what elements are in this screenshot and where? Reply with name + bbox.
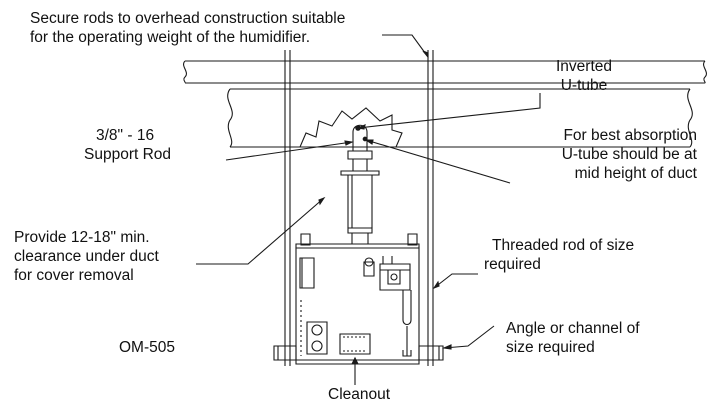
angle-channel-right: [419, 346, 443, 360]
angle-channel-left: [274, 346, 296, 360]
clearance-line-3: for cover removal: [14, 267, 134, 284]
best-absorption-line-2: U-tube should be at: [561, 146, 697, 163]
angle-channel-label: Angle or channel of size required: [495, 319, 640, 357]
secure-rods-line-2: for the operating weight of the humidifi…: [30, 29, 311, 46]
overhead-beam: [184, 61, 707, 83]
support-rod-left: [285, 50, 290, 366]
inverted-utube-label: Inverted U-tube: [556, 57, 612, 95]
inverted-utube-line-2: U-tube: [560, 77, 608, 94]
best-absorption-label: For best absorption U-tube should be at …: [516, 126, 697, 183]
inverted-u-tube: [341, 125, 379, 244]
threaded-rod-line-1: Threaded rod of size: [492, 237, 635, 254]
secure-rods-line-1: Secure rods to overhead construction sui…: [30, 10, 346, 27]
clearance-label: Provide 12-18" min. clearance under duct…: [14, 228, 159, 285]
leader-lines: [196, 35, 540, 385]
threaded-rod-line-2: required: [484, 256, 541, 273]
support-rod-right: [428, 50, 433, 366]
duct: [228, 89, 693, 147]
best-absorption-line-3: mid height of duct: [574, 165, 697, 182]
model-label: OM-505: [119, 339, 175, 356]
secure-rods-label: Secure rods to overhead construction sui…: [30, 9, 345, 47]
threaded-rod-label: Threaded rod of size required: [484, 236, 634, 274]
support-rod-label: 3/8" - 16 Support Rod: [84, 126, 171, 164]
best-absorption-line-1: For best absorption: [563, 127, 697, 144]
angle-channel-line-1: Angle or channel of: [506, 320, 640, 337]
clearance-line-2: clearance under duct: [14, 248, 159, 265]
support-rod-line-2: Support Rod: [84, 146, 172, 163]
angle-channel-line-2: size required: [506, 339, 595, 356]
support-rod-line-1: 3/8" - 16: [96, 127, 155, 144]
clearance-line-1: Provide 12-18" min.: [14, 229, 150, 246]
inverted-utube-line-1: Inverted: [556, 58, 613, 75]
cleanout-label: Cleanout: [328, 386, 391, 403]
humidifier-cabinet: [296, 234, 419, 364]
